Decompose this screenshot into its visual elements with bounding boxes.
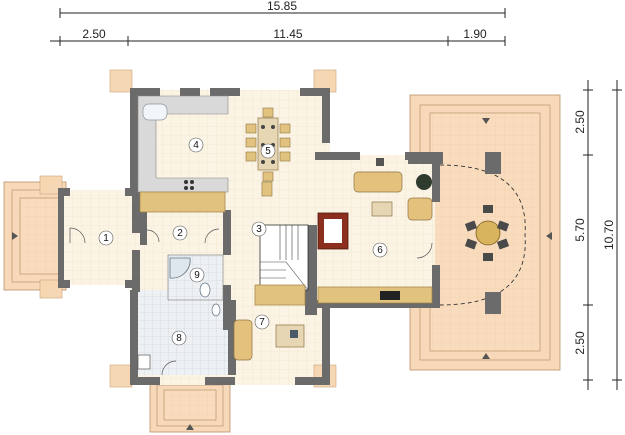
- dim-right-top: 2.50: [573, 110, 587, 134]
- dim-right-middle: 5.70: [573, 218, 587, 242]
- room-label-3: 3: [256, 224, 262, 235]
- kitchen-counter: [137, 95, 229, 213]
- room-label-5: 5: [265, 146, 271, 157]
- bottom-entrance-steps: [149, 379, 231, 433]
- office-furniture: [233, 319, 305, 361]
- room-label-8: 8: [176, 333, 182, 344]
- room-label-9: 9: [194, 270, 200, 281]
- room-label-6: 6: [377, 245, 383, 256]
- room-label-7: 7: [259, 317, 265, 328]
- staircase: [254, 224, 309, 306]
- terrace-table: [464, 205, 510, 261]
- dim-left-segment: 2.50: [82, 27, 106, 41]
- dim-total-width: 15.85: [267, 0, 297, 13]
- dim-right-bottom: 2.50: [573, 331, 587, 355]
- living-room-furniture: [317, 158, 433, 304]
- terrace-columns: [485, 152, 501, 314]
- walls: [58, 88, 443, 385]
- dimension-lines: [50, 8, 622, 390]
- room-label-4: 4: [193, 140, 199, 151]
- dim-right-segment: 1.90: [463, 27, 487, 41]
- room-labels: [98, 137, 388, 346]
- dim-right-total: 10.70: [602, 220, 616, 250]
- dim-middle-segment: 11.45: [273, 27, 302, 41]
- room-label-1: 1: [103, 233, 109, 244]
- left-entrance-steps: [3, 181, 67, 291]
- room-label-2: 2: [177, 228, 183, 239]
- doors: [69, 227, 433, 376]
